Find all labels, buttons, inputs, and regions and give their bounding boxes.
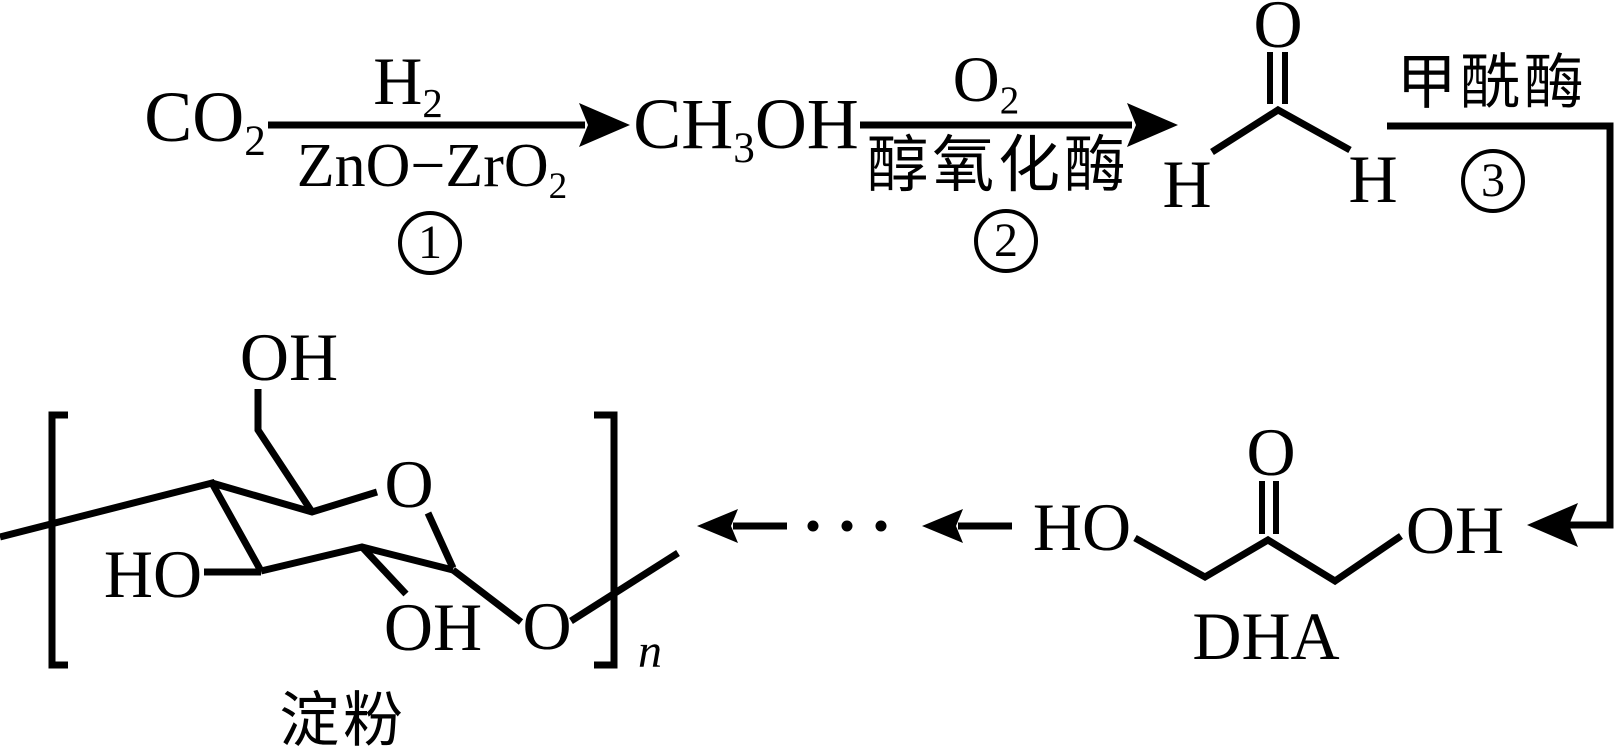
starch-glycosidic-oxygen-label: O xyxy=(522,588,572,664)
o2-subscript: 2 xyxy=(999,79,1020,123)
reactant-co2: CO2 xyxy=(144,81,266,163)
co2-subscript: 2 xyxy=(244,117,266,165)
formaldehyde-h-left-label: H xyxy=(1162,146,1212,222)
step1-catalyst-below: ZnO−ZrO2 xyxy=(297,135,568,205)
dha-carbonyl-oxygen-label: O xyxy=(1246,414,1296,490)
step1-number-badge: 1 xyxy=(398,211,462,275)
retro-arrow-2 xyxy=(922,509,1012,543)
starch-ring-oxygen-label: O xyxy=(384,446,434,522)
step2-number-badge: 2 xyxy=(974,209,1038,273)
starch-skeleton xyxy=(0,389,680,625)
step2-condition-above: O2 xyxy=(953,47,1020,123)
ellipsis-dots xyxy=(807,520,887,532)
retro-arrow-1 xyxy=(697,509,787,543)
h2-main: H xyxy=(373,43,423,120)
o2-main: O xyxy=(952,43,1000,116)
step2-enzyme-below: 醇氧化酶 xyxy=(866,132,1130,200)
reaction-arrow-2 xyxy=(860,103,1178,147)
formaldehyde-h-right-label: H xyxy=(1348,141,1398,217)
starch-oh-bottom-label: OH xyxy=(383,589,483,665)
left-bracket xyxy=(48,411,68,669)
step3-number-badge: 3 xyxy=(1461,149,1525,213)
step1-number: 1 xyxy=(418,216,442,269)
dha-skeleton xyxy=(1133,481,1403,586)
starch-oh-top-label: OH xyxy=(239,319,339,395)
reaction-arrow-1 xyxy=(268,103,630,147)
right-bracket xyxy=(594,411,618,669)
step1-condition-above: H2 xyxy=(373,47,443,125)
step2-number: 2 xyxy=(994,214,1018,267)
dha-ho-left-label: HO xyxy=(1032,489,1132,565)
zno-zro2-subscript: 2 xyxy=(548,165,568,207)
ch3oh-tail: OH xyxy=(754,83,859,164)
co2-main: CO xyxy=(144,76,245,157)
step3-number: 3 xyxy=(1481,154,1505,207)
step3-enzyme-above: 甲酰酶 xyxy=(1396,50,1588,116)
step3-route-arrow xyxy=(1387,122,1614,547)
ch3oh-main: CH xyxy=(633,83,734,164)
starch-name-label: 淀粉 xyxy=(279,688,407,754)
dha-oh-right-label: OH xyxy=(1405,492,1505,568)
zno-zro2-main: ZnO−ZrO xyxy=(296,131,549,200)
ch3oh-subscript: 3 xyxy=(733,124,755,172)
formaldehyde-skeleton xyxy=(1210,52,1352,155)
starch-repeat-n: n xyxy=(638,625,662,678)
formaldehyde-oxygen-label: O xyxy=(1253,0,1303,62)
starch-ho-left-label: HO xyxy=(103,536,203,612)
intermediate-ch3oh: CH3OH xyxy=(633,88,859,170)
h2-subscript: 2 xyxy=(422,81,443,127)
dha-name-label: DHA xyxy=(1192,598,1340,674)
